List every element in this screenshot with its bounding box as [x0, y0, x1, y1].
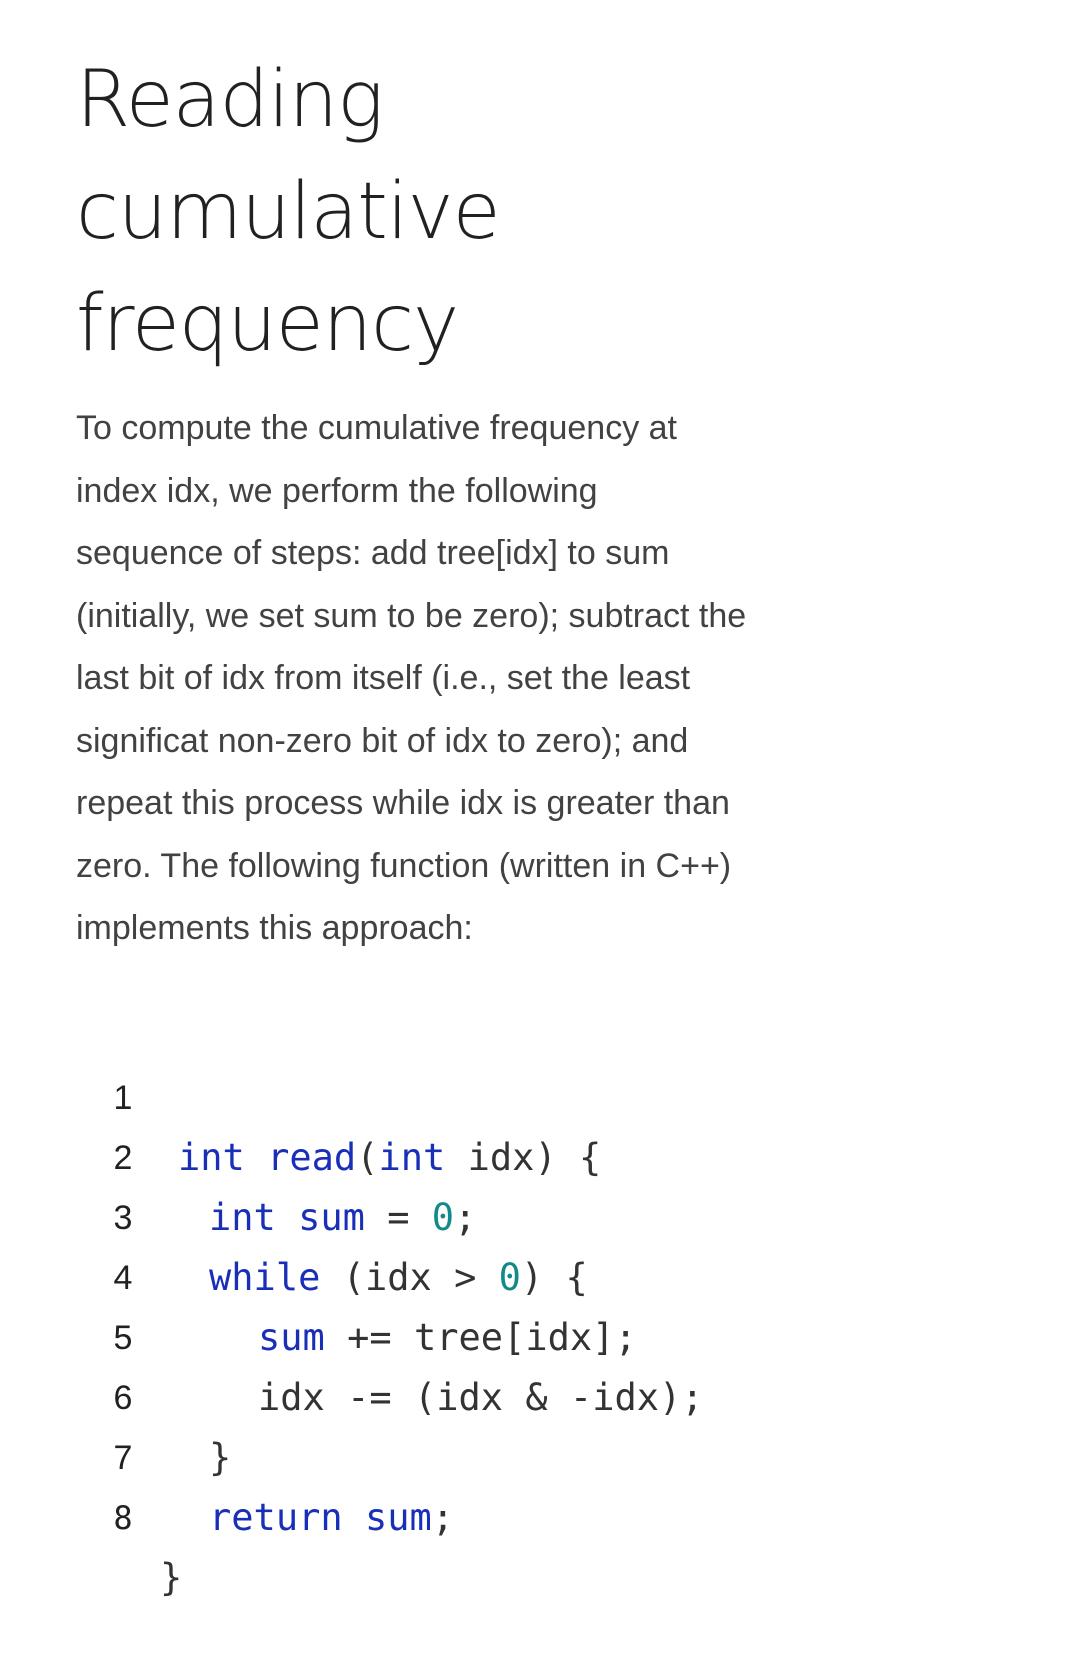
line-number: 2: [113, 1139, 133, 1177]
article-title: Reading cumulative frequency: [76, 44, 776, 380]
code-text: }: [160, 1556, 183, 1599]
line-number: 5: [113, 1319, 133, 1357]
code-text: while (idx > 0) {: [209, 1256, 588, 1299]
code-text: int sum = 0;: [209, 1196, 477, 1239]
code-text: int read(int idx) {: [178, 1136, 602, 1179]
paragraph-line: (initially, we set sum to be zero); subt…: [76, 596, 747, 635]
article: Reading cumulative frequency To compute …: [0, 44, 846, 1599]
paragraph-line: zero. The following function (written in…: [76, 846, 732, 885]
paragraph-line: last bit of idx from itself (i.e., set t…: [76, 659, 691, 697]
code-line-6: 6 }: [0, 1308, 232, 1479]
paragraph-line: implements this approach:: [76, 909, 473, 947]
code-text: }: [209, 1436, 232, 1479]
paragraph-line: repeat this process while idx is greater…: [76, 784, 730, 822]
code-line-8: 8 }: [0, 1428, 182, 1599]
paragraph-line: index idx, we perform the following: [76, 471, 598, 510]
code-line-4: 4 sum += tree[idx];: [0, 1188, 637, 1359]
code-text: idx -= (idx & -idx);: [258, 1376, 704, 1419]
article-paragraph: To compute the cumulative frequency at i…: [76, 397, 846, 960]
code-text: sum += tree[idx];: [258, 1316, 637, 1359]
title-line: frequency: [76, 279, 459, 369]
title-line: Reading: [76, 55, 384, 145]
code-line-5: 5 idx -= (idx & -idx);: [0, 1248, 704, 1419]
code-line-1: 1 int read(int idx) {: [0, 1008, 602, 1179]
title-line: cumulative: [76, 167, 501, 257]
line-number: 4: [113, 1259, 133, 1297]
code-line-3: 3 while (idx > 0) {: [0, 1128, 588, 1299]
code-line-7: 7 return sum;: [0, 1368, 455, 1539]
paragraph-line: sequence of steps: add tree[idx] to sum: [76, 534, 670, 572]
code-line-2: 2 int sum = 0;: [0, 1068, 477, 1239]
line-number: 6: [113, 1379, 133, 1417]
paragraph-line: To compute the cumulative frequency at: [76, 409, 677, 447]
paragraph-line: significat non-zero bit of idx to zero);…: [76, 721, 689, 760]
line-number: 7: [113, 1439, 133, 1477]
line-number: 1: [113, 1079, 133, 1117]
code-text: return sum;: [209, 1496, 455, 1539]
line-number: 3: [113, 1199, 133, 1237]
line-number: 8: [113, 1499, 133, 1537]
